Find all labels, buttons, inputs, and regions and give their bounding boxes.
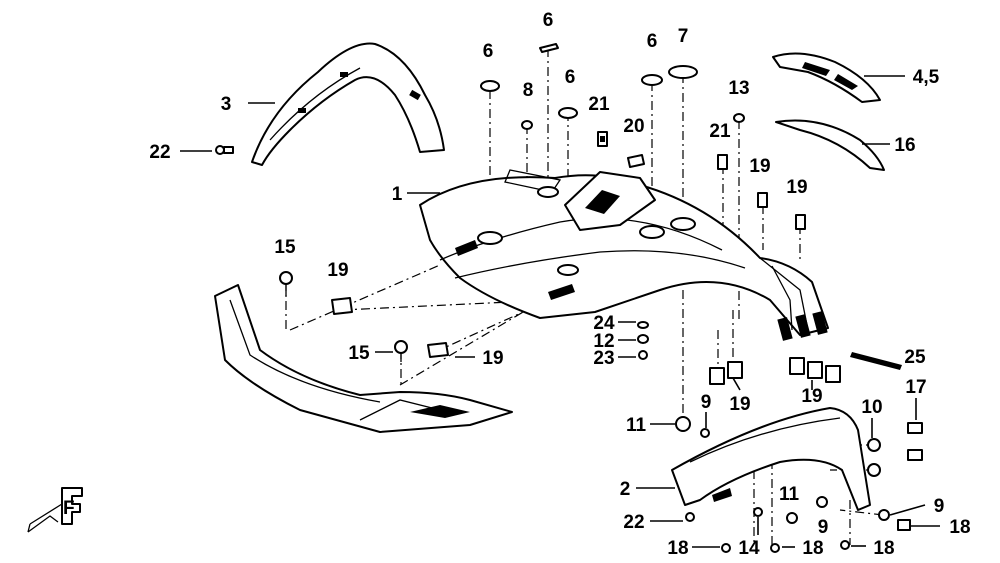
callout-18b: 18 [667,538,688,559]
side-fender [671,407,871,511]
front-fender-body [419,169,829,341]
callout-15b: 15 [348,343,370,364]
hardware [215,43,923,553]
callout-10: 10 [861,397,882,418]
callout-18a: 18 [949,517,970,538]
callout-19c: 19 [327,260,348,281]
callout-11a: 11 [626,415,647,436]
callout-7: 7 [678,26,689,47]
callout-23: 23 [593,348,614,369]
callout-11b: 11 [779,484,800,505]
callout-15a: 15 [274,237,296,258]
callout-9a: 9 [701,392,712,413]
callout-14: 14 [738,538,760,559]
callout-18c: 18 [802,538,823,559]
callout-9c: 9 [934,496,945,517]
front-marker-label: F [63,498,75,519]
callout-21b: 21 [709,121,731,142]
callout-19e: 19 [729,394,750,415]
side-decal-parts [772,52,885,171]
callout-8: 8 [523,80,534,101]
callout-16: 16 [894,135,915,156]
callout-6d: 6 [565,67,576,88]
callout-19f: 19 [801,386,822,407]
callout-1: 1 [392,184,403,205]
front-direction-marker: F [27,487,83,533]
callout-17: 17 [905,377,926,398]
callout-22a: 22 [149,142,170,163]
callout-21a: 21 [588,94,610,115]
callout-6c: 6 [647,31,658,52]
leader-lines [180,75,940,548]
callout-9b: 9 [818,517,829,538]
callout-6a: 6 [543,10,554,31]
callout-19b: 19 [786,177,807,198]
callout-12: 12 [593,331,614,352]
callout-18d: 18 [873,538,894,559]
callout-24: 24 [593,313,615,334]
callout-labels: 6 6 6 6 7 8 3 22 1 21 20 13 21 4,5 16 19… [149,10,970,559]
callout-4-5: 4,5 [913,67,940,88]
front-lower-bumper [214,284,513,433]
callout-6b: 6 [483,41,494,62]
callout-2: 2 [620,479,631,500]
callout-19a: 19 [749,156,770,177]
callout-19d: 19 [482,348,503,369]
callout-22b: 22 [623,512,644,533]
front-upper-cover [251,42,445,166]
callout-25: 25 [904,347,926,368]
callout-13: 13 [728,78,749,99]
callout-3: 3 [221,94,232,115]
callout-20: 20 [623,116,644,137]
